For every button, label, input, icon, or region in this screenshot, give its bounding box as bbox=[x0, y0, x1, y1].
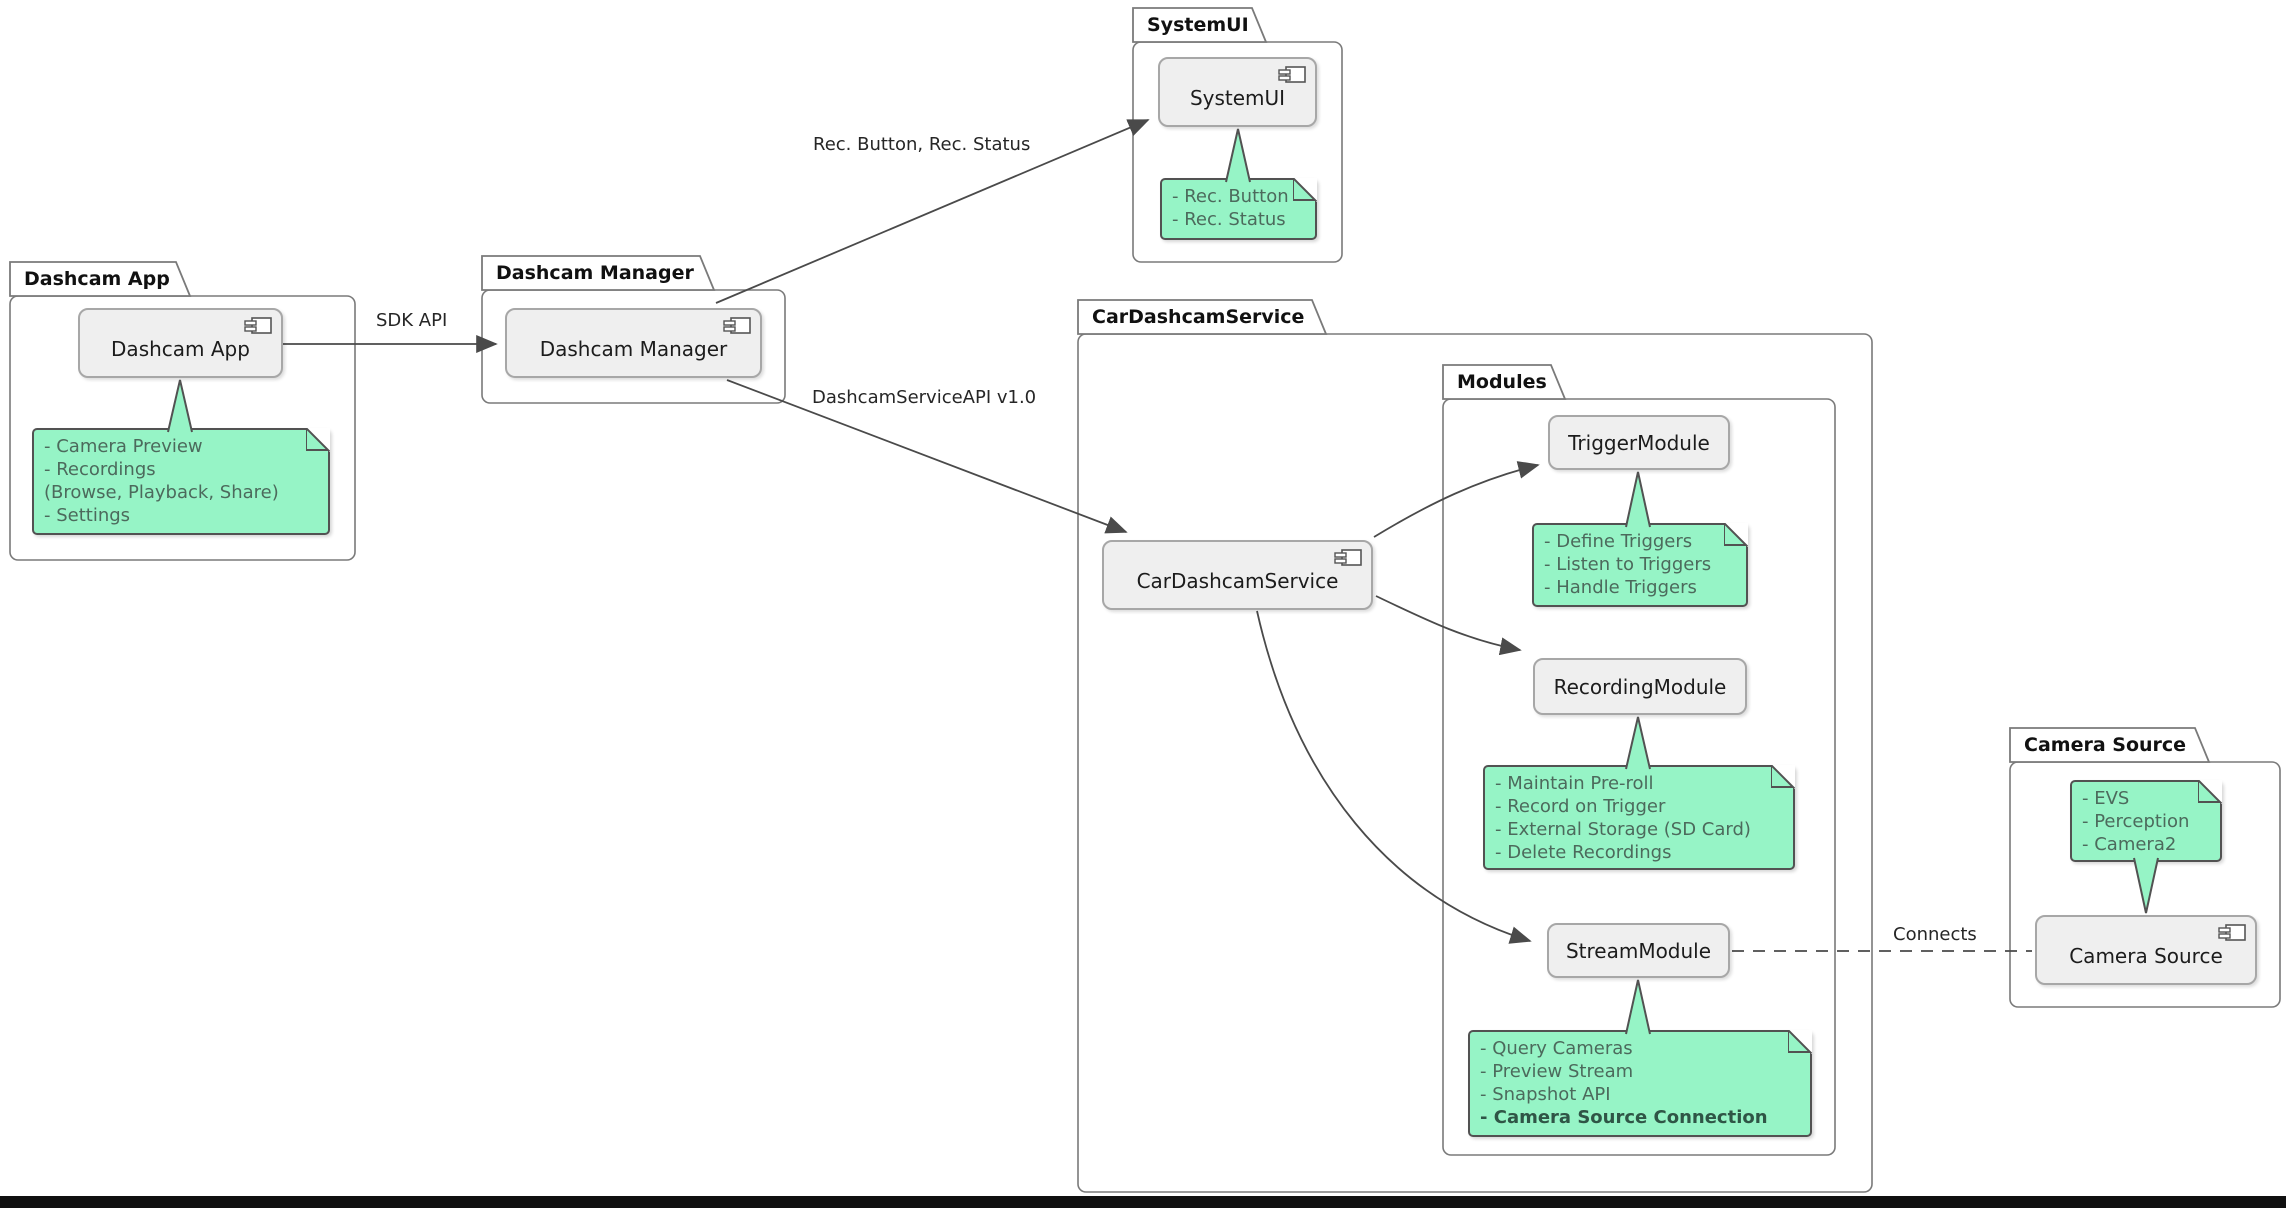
edge-label-connects: Connects bbox=[1893, 924, 1977, 945]
component-label: SystemUI bbox=[1189, 86, 1286, 110]
component-label: TriggerModule bbox=[1568, 430, 1710, 455]
component-label: Camera Source bbox=[2069, 944, 2223, 968]
note-line: - External Storage (SD Card) bbox=[1495, 819, 1751, 840]
note-line: - Record on Trigger bbox=[1495, 796, 1666, 817]
package-title-camera-source: Camera Source bbox=[2024, 734, 2187, 756]
component-recording-module: RecordingModule bbox=[1533, 658, 1747, 715]
edge-service-to-recording-module bbox=[1375, 595, 1522, 656]
component-car-dashcam-service: CarDashcamService bbox=[1102, 540, 1373, 610]
edge-manager-to-service bbox=[726, 379, 1128, 534]
note-systemui: - Rec. Button - Rec. Status bbox=[1160, 178, 1317, 240]
note-line: - Rec. Status bbox=[1172, 209, 1286, 230]
note-line: - Preview Stream bbox=[1480, 1061, 1634, 1082]
edge-service-to-stream-module bbox=[1256, 610, 1532, 944]
note-line: - Listen to Triggers bbox=[1544, 554, 1712, 575]
component-icon bbox=[723, 317, 751, 334]
component-icon bbox=[1278, 66, 1306, 83]
package-tab-car-dashcam-service bbox=[1077, 299, 1328, 335]
note-line: - Camera2 bbox=[2082, 834, 2177, 855]
note-line: - Handle Triggers bbox=[1544, 577, 1697, 598]
note-line: - Maintain Pre-roll bbox=[1495, 773, 1654, 794]
note-line: - EVS bbox=[2082, 788, 2130, 809]
note-fold-icon bbox=[306, 428, 330, 452]
component-trigger-module: TriggerModule bbox=[1548, 415, 1730, 470]
note-trigger-module: - Define Triggers - Listen to Triggers -… bbox=[1532, 523, 1748, 607]
component-camera-source: Camera Source bbox=[2035, 915, 2257, 985]
note-fold-icon bbox=[1771, 765, 1795, 789]
package-title-dashcam-app: Dashcam App bbox=[24, 268, 170, 290]
edge-label-rec-button-status: Rec. Button, Rec. Status bbox=[813, 134, 1031, 155]
package-tab-dashcam-manager bbox=[481, 255, 716, 291]
package-tab-dashcam-app bbox=[9, 261, 192, 297]
note-fold-icon bbox=[1724, 523, 1748, 547]
note-fold-icon bbox=[1293, 178, 1317, 202]
note-fold-icon bbox=[2198, 780, 2222, 804]
package-tab-camera-source bbox=[2009, 727, 2211, 763]
note-line: - Query Cameras bbox=[1480, 1038, 1633, 1059]
component-systemui: SystemUI bbox=[1158, 57, 1317, 127]
note-line: - Rec. Button bbox=[1172, 186, 1289, 207]
component-dashcam-app: Dashcam App bbox=[78, 308, 283, 378]
note-line: - Snapshot API bbox=[1480, 1084, 1611, 1105]
component-label: CarDashcamService bbox=[1136, 569, 1339, 593]
component-icon bbox=[1334, 549, 1362, 566]
note-recording-module: - Maintain Pre-roll - Record on Trigger … bbox=[1483, 765, 1795, 870]
note-camera-source: - EVS - Perception - Camera2 bbox=[2070, 780, 2222, 862]
package-title-modules: Modules bbox=[1457, 371, 1547, 393]
note-dashcam-app: - Camera Preview - Recordings (Browse, P… bbox=[32, 428, 330, 535]
package-title-car-dashcam-service: CarDashcamService bbox=[1092, 306, 1305, 328]
component-label: Dashcam App bbox=[111, 337, 250, 361]
package-title-dashcam-manager: Dashcam Manager bbox=[496, 262, 694, 284]
edge-manager-to-systemui bbox=[715, 119, 1150, 304]
component-icon bbox=[244, 317, 272, 334]
component-stream-module: StreamModule bbox=[1547, 923, 1730, 978]
component-label: RecordingModule bbox=[1553, 674, 1727, 699]
component-dashcam-manager: Dashcam Manager bbox=[505, 308, 762, 378]
component-label: Dashcam Manager bbox=[539, 337, 728, 361]
edge-label-dashcam-service-api: DashcamServiceAPI v1.0 bbox=[812, 387, 1037, 408]
edge-service-to-trigger-module bbox=[1373, 461, 1540, 538]
note-stream-module: - Query Cameras - Preview Stream - Snaps… bbox=[1468, 1030, 1812, 1137]
component-icon bbox=[2218, 924, 2246, 941]
package-title-systemui: SystemUI bbox=[1147, 14, 1249, 36]
package-tab-modules bbox=[1442, 364, 1567, 400]
note-line: (Browse, Playback, Share) bbox=[44, 482, 279, 503]
note-line: - Perception bbox=[2082, 811, 2190, 832]
note-line: - Recordings bbox=[44, 459, 156, 480]
note-line-bold: - Camera Source Connection bbox=[1480, 1107, 1768, 1128]
note-fold-icon bbox=[1788, 1030, 1812, 1054]
edge-label-sdk-api: SDK API bbox=[376, 310, 448, 331]
note-line: - Delete Recordings bbox=[1495, 842, 1672, 863]
bottom-edge-bar bbox=[0, 1196, 2286, 1208]
note-line: - Settings bbox=[44, 505, 131, 526]
package-tab-systemui bbox=[1132, 7, 1268, 43]
note-line: - Camera Preview bbox=[44, 436, 203, 457]
component-label: StreamModule bbox=[1565, 938, 1712, 963]
note-line: - Define Triggers bbox=[1544, 531, 1693, 552]
